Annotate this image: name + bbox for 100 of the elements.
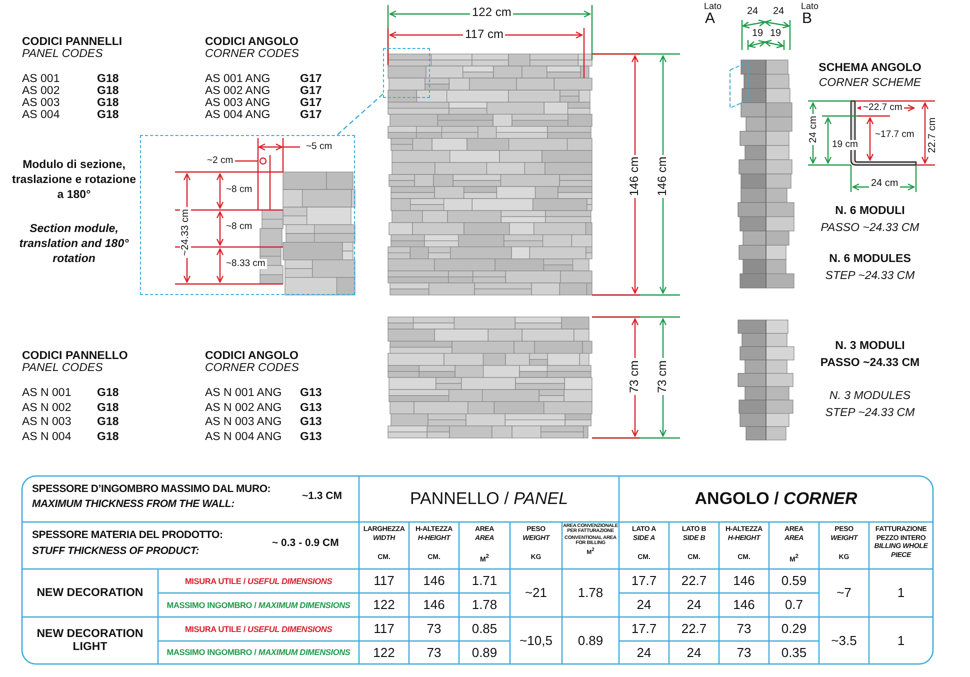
dimension-label: 19 bbox=[768, 28, 784, 39]
table-value: 24 bbox=[686, 598, 702, 612]
label: PASSO ~24.33 CM bbox=[820, 222, 920, 235]
spec-value: ~1.3 CM bbox=[302, 491, 342, 503]
label: STEP ~24.33 CM bbox=[824, 270, 916, 283]
table-value: 0.29 bbox=[780, 622, 808, 636]
table-value: 73 bbox=[426, 646, 442, 660]
product-code: G18 bbox=[97, 97, 119, 110]
table-value: 73 bbox=[736, 646, 752, 660]
table-value: ~7 bbox=[836, 586, 852, 600]
product-code: G17 bbox=[300, 73, 322, 86]
table-value: 117 bbox=[372, 622, 396, 636]
section-heading: PANNELLO / PANEL bbox=[408, 490, 570, 508]
spec-text: SPESSORE MATERIA DEL PRODOTTO: bbox=[32, 530, 223, 542]
table-value: 1.78 bbox=[576, 586, 604, 600]
dimension-label: 73 cm bbox=[628, 358, 642, 395]
label: CODICI PANNELLI bbox=[22, 36, 122, 49]
dimension-label: 73 cm bbox=[656, 358, 670, 395]
label: Lato bbox=[704, 2, 722, 12]
label: N. 3 MODULI bbox=[834, 340, 906, 353]
leader-line bbox=[336, 94, 384, 136]
product-code: AS 002 ANG bbox=[205, 85, 270, 98]
table-value: 0.59 bbox=[780, 574, 808, 588]
label: N. 6 MODULI bbox=[834, 205, 906, 218]
product-code: AS N 003 bbox=[22, 416, 72, 429]
label: CODICI ANGOLO bbox=[205, 36, 298, 49]
product-code: G18 bbox=[97, 402, 119, 414]
dimension-label: ~8 cm bbox=[224, 185, 254, 196]
dimension-label: ~17.7 cm bbox=[873, 130, 916, 140]
label: CODICI ANGOLO bbox=[205, 350, 298, 363]
table-value: ~10,5 bbox=[518, 634, 554, 648]
table-value: 0.35 bbox=[780, 646, 808, 660]
label: N. 6 MODULES bbox=[828, 253, 912, 266]
table-value: 24 bbox=[636, 646, 652, 660]
label: CORNER CODES bbox=[205, 362, 299, 375]
table-value: 146 bbox=[422, 598, 446, 612]
table-value: 22.7 bbox=[680, 622, 708, 636]
label: PASSO ~24.33 CM bbox=[819, 357, 921, 370]
dimension-label: 24 cm bbox=[869, 178, 900, 189]
row-heading: NEW DECORATION LIGHT bbox=[36, 628, 144, 654]
dimension-label: 146 cm bbox=[656, 154, 670, 198]
product-code: AS 004 ANG bbox=[205, 109, 270, 122]
label: STEP ~24.33 CM bbox=[824, 407, 916, 420]
table-value: 73 bbox=[426, 622, 442, 636]
product-code: G18 bbox=[97, 73, 119, 86]
dimension-label: 146 cm bbox=[628, 154, 642, 198]
spec-value: ~ 0.3 - 0.9 CM bbox=[272, 538, 339, 550]
table-value: 17.7 bbox=[630, 622, 658, 636]
note-text: Section module, translation and 180° rotation bbox=[18, 222, 130, 267]
label: Lato bbox=[801, 2, 819, 12]
dimension-label: ~22.7 cm bbox=[861, 103, 904, 114]
table-value: 22.7 bbox=[680, 574, 708, 588]
product-code: G13 bbox=[300, 387, 322, 400]
dimension-label: ~8.33 cm bbox=[224, 259, 268, 270]
table-value: 0.89 bbox=[576, 634, 604, 648]
table-value: 122 bbox=[372, 598, 396, 612]
spec-text: SPESSORE D’INGOMBRO MASSIMO DAL MURO: bbox=[32, 484, 271, 496]
product-code: G17 bbox=[300, 97, 322, 110]
side-letter: B bbox=[802, 11, 812, 28]
spec-text: MAXIMUM THICKNESS FROM THE WALL: bbox=[32, 499, 234, 511]
dimension-label: 24 bbox=[745, 6, 760, 17]
dimension-label: 19 cm bbox=[830, 140, 860, 150]
product-code: G17 bbox=[300, 85, 322, 98]
product-code: AS 001 ANG bbox=[205, 73, 270, 86]
product-code: AS N 003 ANG bbox=[205, 416, 282, 429]
product-code: AS N 001 ANG bbox=[205, 387, 282, 400]
row-label: MISURA UTILE / USEFUL DIMENSIONS bbox=[184, 576, 334, 586]
row-label: MASSIMO INGOMBRO / MAXIMUM DIMENSIONS bbox=[166, 648, 352, 658]
table-value: 1.71 bbox=[470, 574, 498, 588]
table-value: 0.7 bbox=[784, 598, 804, 612]
table-value: 146 bbox=[422, 574, 446, 588]
dimension-label: ~8 cm bbox=[224, 222, 254, 232]
row-label: MASSIMO INGOMBRO / MAXIMUM DIMENSIONS bbox=[166, 600, 352, 610]
section-heading: ANGOLO / CORNER bbox=[694, 490, 858, 508]
label: CORNER SCHEME bbox=[818, 77, 922, 90]
table-value: 146 bbox=[732, 598, 756, 612]
product-code: AS N 004 bbox=[22, 430, 72, 444]
dimension-label: 22.7 cm bbox=[927, 115, 938, 155]
dimension-label: 24 bbox=[771, 6, 786, 17]
product-code: G13 bbox=[300, 416, 322, 429]
label: N. 3 MODULES bbox=[828, 390, 912, 403]
product-code: AS N 002 ANG bbox=[205, 402, 282, 414]
table-value: ~3.5 bbox=[830, 634, 858, 648]
table-value: 0.85 bbox=[470, 622, 498, 636]
product-code: AS 004 bbox=[22, 109, 60, 122]
dimension-label: 122 cm bbox=[470, 6, 514, 20]
zoom-region-frame bbox=[383, 48, 430, 98]
dimension-label: 24 cm bbox=[808, 114, 819, 145]
dimension-label: ~2 cm bbox=[205, 156, 236, 166]
product-code: AS N 002 bbox=[22, 402, 72, 414]
product-code: AS 003 ANG bbox=[205, 97, 270, 110]
table-value: 17.7 bbox=[630, 574, 658, 588]
product-code: G18 bbox=[97, 85, 119, 98]
table-value: 1 bbox=[896, 586, 906, 600]
table-value: ~21 bbox=[524, 586, 548, 600]
table-value: 117 bbox=[372, 574, 396, 588]
dimension-label: 117 cm bbox=[463, 28, 506, 42]
row-label: MISURA UTILE / USEFUL DIMENSIONS bbox=[184, 624, 334, 634]
label: CODICI PANNELLO bbox=[22, 350, 128, 363]
table-value: 24 bbox=[636, 598, 652, 612]
